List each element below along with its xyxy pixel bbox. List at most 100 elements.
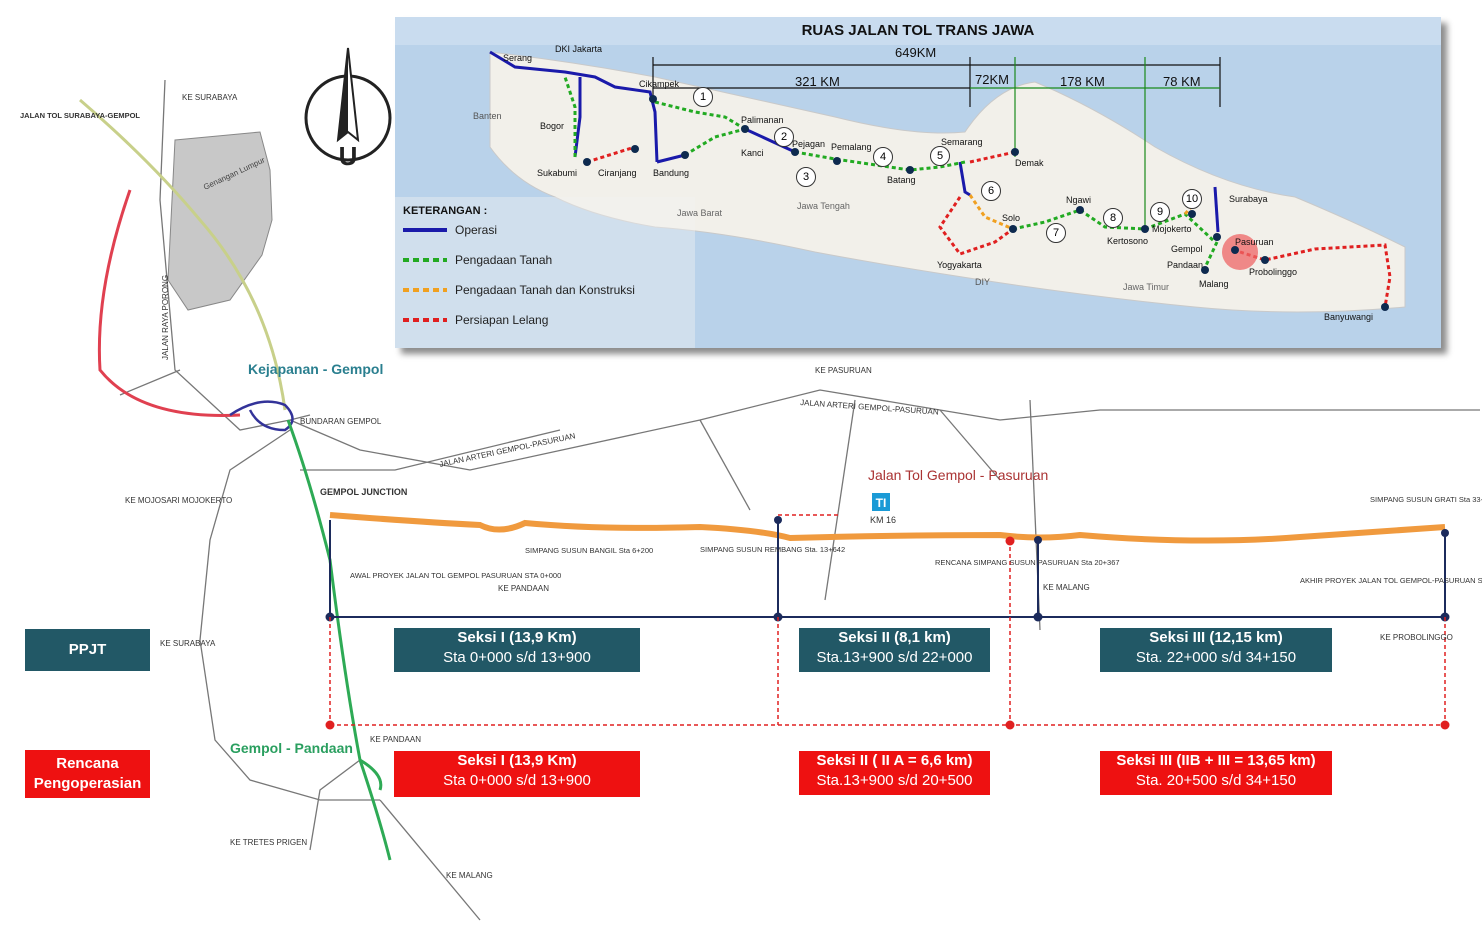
legend-persiapan-lelang: Persiapan Lelang [455,313,549,327]
region-jawa-timur: Jawa Timur [1123,282,1170,292]
grati-label: SIMPANG SUSUN GRATI Sta 33+747 [1370,495,1482,504]
city-pasuruan: Pasuruan [1235,237,1274,247]
pasuruan-interchange-label: RENCANA SIMPANG SUSUN PASURUAN Sta 20+36… [935,558,1120,567]
rencana-section-3-sta: Sta. 20+500 s/d 34+150 [1135,772,1297,789]
city-semarang: Semarang [941,137,983,147]
toll-info-icon [872,493,890,511]
rencana-section-bar [329,514,1446,726]
city-ngawi: Ngawi [1066,195,1092,205]
toll-gempol-pasuruan-line [329,512,1446,544]
legend-pengadaan-konstruksi: Pengadaan Tanah dan Konstruksi [455,283,635,297]
city-surabaya: Surabaya [1229,194,1268,204]
city-pemalang: Pemalang [831,142,872,152]
segment-3: 178 KM [1060,74,1105,89]
jalan-raya-porong-label: JALAN RAYA PORONG [161,275,170,360]
marker-8: 8 [1103,208,1123,228]
toll-gempol-pandaan-line [286,419,392,861]
city-kertosono: Kertosono [1107,236,1149,246]
city-banyuwangi: Banyuwangi [1324,312,1374,322]
genangan-lumpur-area [167,131,273,311]
city-bogor: Bogor [540,121,565,131]
bangil-label: SIMPANG SUSUN BANGIL Sta 6+200 [525,546,653,555]
compass-letter: U [339,141,358,171]
trans-jawa-inset: RUAS JALAN TOL TRANS JAWA 649KM 321 KM 7… [395,17,1441,348]
city-gempol: Gempol [1171,244,1203,254]
city-demak: Demak [1015,158,1044,168]
marker-4: 4 [873,147,893,167]
ppjt-section-2-title: Seksi II (8,1 km) [838,629,951,646]
ke-pandaan-mid: KE PANDAAN [498,584,549,593]
rencana-section-2: Seksi II ( II A = 6,6 km) Sta.13+900 s/d… [799,751,990,795]
kejapanan-gempol-title: Kejapanan - Gempol [248,361,383,377]
city-serang: Serang [503,53,533,63]
north-compass-icon: U [304,47,392,171]
city-solo: Solo [1002,213,1021,223]
city-banten: Banten [473,111,502,121]
marker-10: 10 [1182,189,1202,209]
ppjt-section-1: Seksi I (13,9 Km) Sta 0+000 s/d 13+900 [394,628,640,672]
inset-map [395,17,1441,348]
city-sukabumi: Sukabumi [537,168,578,178]
ke-surabaya-left: KE SURABAYA [160,639,216,648]
ke-tretes-label: KE TRETES PRIGEN [230,838,307,847]
akhir-proyek-label: AKHIR PROYEK JALAN TOL GEMPOL-PASURUAN S… [1300,576,1482,585]
ppjt-section-1-title: Seksi I (13,9 Km) [457,629,577,646]
city-palimanan: Palimanan [741,115,784,125]
city-pandaan: Pandaan [1167,260,1204,270]
awal-proyek-label: AWAL PROYEK JALAN TOL GEMPOL PASURUAN ST… [350,571,561,580]
city-yogyakarta: Yogyakarta [937,260,982,270]
marker-5: 5 [930,146,950,166]
legend-pengadaan-tanah: Pengadaan Tanah [455,253,553,267]
bundaran-interchange-line [229,400,294,432]
ppjt-section-bar [329,520,1446,618]
ke-pandaan-low: KE PANDAAN [370,735,421,744]
rencana-section-3: Seksi III (IIB + III = 13,65 km) Sta. 20… [1100,751,1332,795]
total-distance: 649KM [895,45,937,60]
rencana-section-3-title: Seksi III (IIB + III = 13,65 km) [1116,752,1316,769]
marker-1: 1 [693,87,713,107]
legend-title: KETERANGAN : [403,205,488,217]
arteri-top-label: JALAN ARTERI GEMPOL-PASURUAN [800,398,939,417]
segment-4: 78 KM [1163,74,1201,89]
rembang-label: SIMPANG SUSUN REMBANG Sta. 13+642 [700,545,845,554]
ppjt-section-1-sta: Sta 0+000 s/d 13+900 [443,649,591,666]
city-diy: DIY [975,277,991,287]
bundaran-label: BUNDARAN GEMPOL [300,417,382,426]
ke-surabaya-top: KE SURABAYA [182,93,238,102]
ppjt-label: PPJT [25,629,150,671]
jalan-tol-sg-label: JALAN TOL SURABAYA-GEMPOL [20,111,140,120]
rencana-section-2-sta: Sta.13+900 s/d 20+500 [816,772,973,789]
ke-pasuruan-label: KE PASURUAN [815,366,872,375]
rencana-label: Rencana Pengoperasian [25,750,150,798]
city-ciranjang: Ciranjang [598,168,637,178]
ppjt-section-2: Seksi II (8,1 km) Sta.13+900 s/d 22+000 [799,628,990,672]
km16-label: KM 16 [870,515,896,525]
marker-3: 3 [796,167,816,187]
relocation-red-line [97,189,241,417]
toll-surabaya-gempol-line [79,98,287,411]
ke-malang-low: KE MALANG [446,871,493,880]
ke-mojosari-label: KE MOJOSARI MOJOKERTO [125,496,232,505]
region-jawa-tengah: Jawa Tengah [797,201,850,211]
ppjt-section-3-title: Seksi III (12,15 km) [1149,629,1283,646]
city-jakarta: DKI Jakarta [555,44,603,54]
city-kanci: Kanci [741,148,764,158]
rencana-section-1-title: Seksi I (13,9 Km) [457,752,577,769]
rencana-section-2-title: Seksi II ( II A = 6,6 km) [816,752,973,769]
city-bandung: Bandung [653,168,690,178]
ke-malang-right: KE MALANG [1043,583,1090,592]
ke-probolinggo-label: KE PROBOLINGGO [1380,633,1453,642]
ppjt-section-3: Seksi III (12,15 km) Sta. 22+000 s/d 34+… [1100,628,1332,672]
marker-2: 2 [774,127,794,147]
region-jawa-barat: Jawa Barat [677,208,723,218]
city-mojokerto: Mojokerto [1152,224,1192,234]
ti-label: TI [876,496,887,510]
rencana-bar-dots [325,536,1450,730]
city-cikampek: Cikampek [639,79,680,89]
marker-6: 6 [981,181,1001,201]
jalan-tol-title: Jalan Tol Gempol - Pasuruan [868,467,1048,483]
ppjt-section-3-sta: Sta. 22+000 s/d 34+150 [1135,649,1297,666]
rencana-section-1: Seksi I (13,9 Km) Sta 0+000 s/d 13+900 [394,751,640,797]
ppjt-section-2-sta: Sta.13+900 s/d 22+000 [816,649,973,666]
